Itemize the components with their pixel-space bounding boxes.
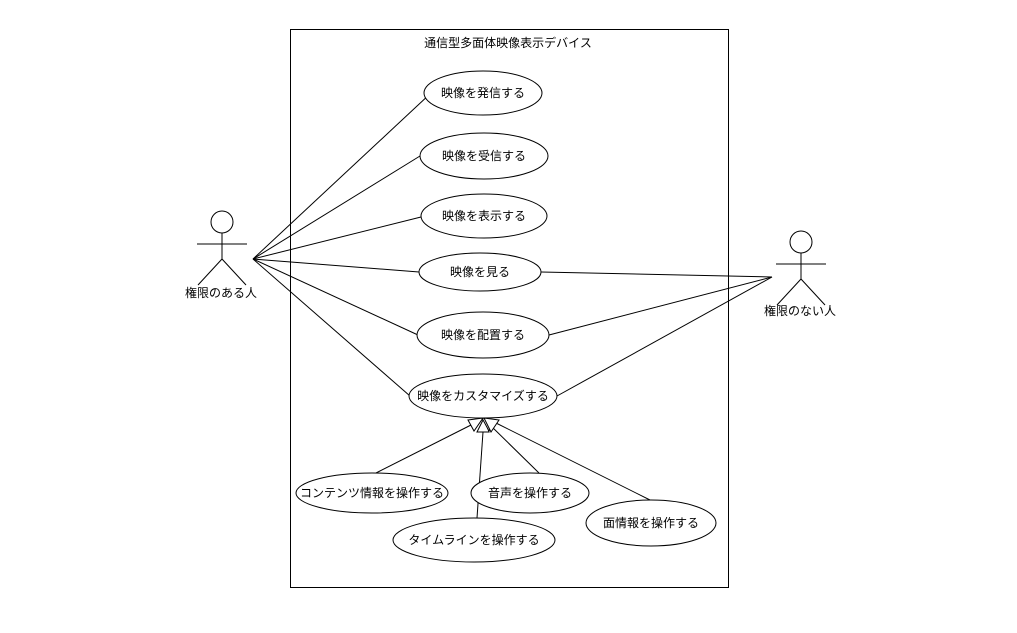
association-unauthorized-view bbox=[540, 271, 773, 278]
generalization-content bbox=[375, 423, 474, 474]
use-case-label: タイムラインを操作する bbox=[408, 532, 539, 547]
generalization-audio bbox=[489, 424, 540, 474]
association-authorized-view bbox=[252, 258, 420, 273]
association-authorized-send bbox=[252, 92, 432, 260]
actor-label: 権限のある人 bbox=[185, 285, 257, 300]
association-authorized-receive bbox=[252, 155, 421, 260]
stick-figure-icon bbox=[197, 210, 247, 286]
generalization-timeline bbox=[476, 431, 484, 519]
use-case-face[interactable]: 面情報を操作する bbox=[585, 499, 717, 547]
association-unauthorized-customize bbox=[556, 276, 773, 397]
associations bbox=[252, 92, 773, 397]
use-case-label: コンテンツ情報を操作する bbox=[300, 485, 444, 500]
actor-authorized[interactable]: 権限のある人 bbox=[185, 210, 257, 300]
use-case-content[interactable]: コンテンツ情報を操作する bbox=[295, 472, 449, 514]
generalization-face bbox=[495, 422, 651, 501]
use-case-arrange[interactable]: 映像を配置する bbox=[416, 311, 550, 359]
use-case-view[interactable]: 映像を見る bbox=[418, 252, 542, 292]
use-case-label: 面情報を操作する bbox=[603, 515, 699, 530]
system-title: 通信型多面体映像表示デバイス bbox=[424, 35, 592, 50]
use-case-label: 映像をカスタマイズする bbox=[417, 388, 549, 403]
use-case-label: 映像を受信する bbox=[442, 149, 526, 163]
association-authorized-display bbox=[252, 216, 422, 260]
association-authorized-customize bbox=[252, 258, 411, 397]
generalizations bbox=[375, 416, 651, 519]
use-case-label: 映像を配置する bbox=[441, 328, 525, 342]
actor-unauthorized[interactable]: 権限のない人 bbox=[764, 230, 836, 318]
association-unauthorized-arrange bbox=[548, 276, 773, 336]
use-case-audio[interactable]: 音声を操作する bbox=[470, 472, 590, 514]
use-case-send[interactable]: 映像を発信する bbox=[423, 70, 543, 116]
use-case-label: 映像を見る bbox=[450, 265, 510, 279]
generalization-arrow-face bbox=[483, 417, 500, 433]
use-case-label: 映像を表示する bbox=[442, 209, 526, 223]
use-case-receive[interactable]: 映像を受信する bbox=[419, 132, 549, 180]
use-case-timeline[interactable]: タイムラインを操作する bbox=[392, 517, 556, 563]
generalization-arrow-content bbox=[467, 417, 485, 432]
use-case-display[interactable]: 映像を表示する bbox=[420, 193, 548, 239]
actor-label: 権限のない人 bbox=[764, 303, 836, 318]
use-case-customize[interactable]: 映像をカスタマイズする bbox=[408, 373, 558, 419]
stick-figure-icon bbox=[776, 230, 826, 306]
use-case-label: 映像を発信する bbox=[441, 86, 525, 100]
association-authorized-arrange bbox=[252, 258, 419, 336]
use-case-label: 音声を操作する bbox=[488, 485, 572, 500]
